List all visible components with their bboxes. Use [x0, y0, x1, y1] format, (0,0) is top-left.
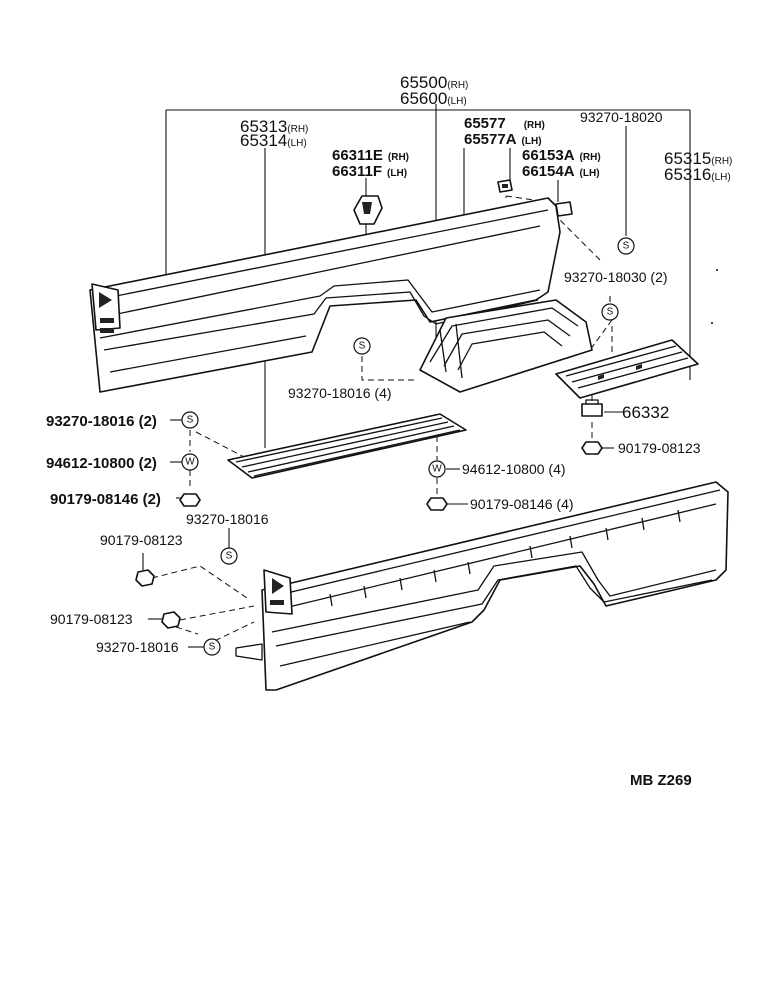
nut-icon [426, 497, 448, 511]
part-labels: 65500(RH) 65600(LH) 65313(RH) 65314(LH) … [46, 73, 732, 655]
label-65314: 65314(LH) [240, 131, 307, 150]
label-66332: 66332 [622, 403, 669, 422]
screw-symbol: S [203, 638, 221, 656]
stray-dot [716, 269, 718, 271]
rear-body-side-panel-upper [89, 197, 561, 393]
label-66153A: 66153A(RH) [522, 147, 601, 164]
diagram-code: MB Z269 [630, 772, 692, 789]
floor-side-rail-right [555, 339, 699, 399]
fastener-symbols: S W S S S W S S [135, 237, 635, 656]
screw-symbol: S [220, 547, 238, 565]
label-94612-10800-4: 94612-10800 (4) [462, 461, 566, 477]
bracket-66311E [353, 195, 383, 225]
label-90179-08123-upper: 90179-08123 [100, 532, 183, 548]
label-93270-18016-4: 93270-18016 (4) [288, 385, 392, 401]
rear-body-side-panel-lower [235, 481, 729, 691]
svg-text:S: S [226, 551, 233, 562]
grommet-icon [581, 403, 603, 417]
svg-text:S: S [209, 642, 216, 653]
label-93270-18016-lower: 93270-18016 [96, 639, 179, 655]
svg-text:S: S [607, 307, 614, 318]
wheel-house-cover [419, 299, 593, 393]
screw-symbol: S [601, 303, 619, 321]
label-66311E: 66311E(RH) [332, 147, 409, 164]
label-65577A: 65577A(LH) [464, 131, 542, 148]
label-65315: 65315(RH) [664, 149, 732, 168]
label-65577: 65577(RH) [464, 115, 545, 132]
screw-symbol: S [353, 337, 371, 355]
label-66311F: 66311F(LH) [332, 163, 407, 180]
label-65313: 65313(RH) [240, 117, 308, 136]
nut-icon [581, 441, 603, 455]
label-65316: 65316(LH) [664, 165, 731, 184]
label-93270-18030: 93270-18030 (2) [564, 269, 668, 285]
nut-icon [161, 611, 181, 629]
label-94612-10800-2: 94612-10800 (2) [46, 455, 157, 472]
label-90179-08123-right: 90179-08123 [618, 440, 701, 456]
clip-66153A [555, 201, 573, 217]
label-93270-18016-2: 93270-18016 (2) [46, 413, 157, 430]
washer-symbol: W [181, 453, 199, 471]
screw-symbol: S [181, 411, 199, 429]
svg-text:W: W [432, 464, 442, 475]
svg-text:S: S [187, 415, 194, 426]
label-90179-08146-2: 90179-08146 (2) [50, 491, 161, 508]
stray-dot [711, 322, 713, 324]
label-66154A: 66154A(LH) [522, 163, 600, 180]
svg-text:S: S [623, 241, 630, 252]
label-65500: 65500(RH) [400, 73, 468, 92]
screw-symbol: S [617, 237, 635, 255]
label-93270-18016: 93270-18016 [186, 511, 269, 527]
label-93270-18020: 93270-18020 [580, 109, 663, 125]
label-90179-08146-4: 90179-08146 (4) [470, 496, 574, 512]
svg-text:S: S [359, 341, 366, 352]
label-65600: 65600(LH) [400, 89, 467, 108]
washer-symbol: W [428, 460, 446, 478]
floor-side-rail-left [227, 413, 467, 479]
nut-icon [135, 569, 155, 587]
clip-65577 [497, 179, 513, 193]
label-90179-08123-lower: 90179-08123 [50, 611, 133, 627]
svg-text:W: W [185, 457, 195, 468]
nut-icon [179, 493, 201, 507]
